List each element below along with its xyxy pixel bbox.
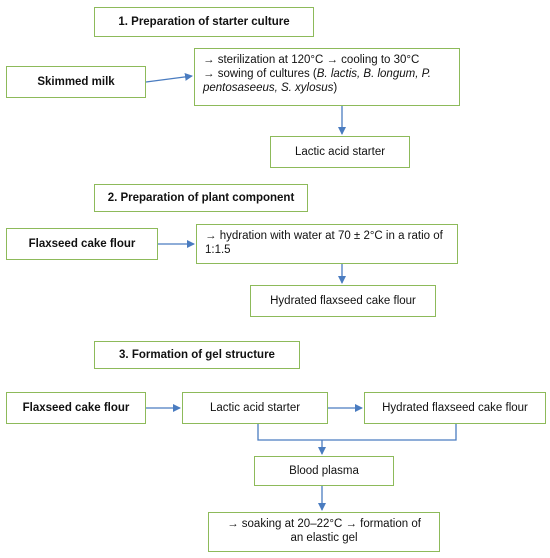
hydrated-flour-box: Hydrated flaxseed cake flour bbox=[250, 285, 436, 317]
final-gel-box: → soaking at 20–22°C → formation of an e… bbox=[208, 512, 440, 552]
section3-title: 3. Formation of gel structure bbox=[94, 341, 300, 369]
hydration-line-2: 1:1.5 bbox=[205, 244, 231, 256]
arrow-milk-to-process bbox=[145, 72, 193, 83]
hydration-line-1: → hydration with water at 70 ± 2°C in a … bbox=[205, 230, 443, 242]
process-line-cultures: pentosaseeus, S. xylosus) bbox=[203, 82, 338, 94]
flaxseed-flour-box-3: Flaxseed cake flour bbox=[6, 392, 146, 424]
final-line-2: an elastic gel bbox=[290, 532, 358, 544]
starter-process-box: → sterilization at 120°C → cooling to 30… bbox=[194, 48, 460, 106]
section2-title: 2. Preparation of plant component bbox=[94, 184, 308, 212]
process-line-sterilization: → sterilization at 120°C → cooling to 30… bbox=[203, 54, 420, 66]
blood-plasma-box: Blood plasma bbox=[254, 456, 394, 486]
section1-title: 1. Preparation of starter culture bbox=[94, 7, 314, 37]
flaxseed-flour-box-2: Flaxseed cake flour bbox=[6, 228, 158, 260]
skimmed-milk-box: Skimmed milk bbox=[6, 66, 146, 98]
hydration-process-box: → hydration with water at 70 ± 2°C in a … bbox=[196, 224, 458, 264]
lactic-starter-box-3: Lactic acid starter bbox=[182, 392, 328, 424]
final-line-1: → soaking at 20–22°C → formation of bbox=[227, 518, 421, 530]
lactic-acid-starter-box: Lactic acid starter bbox=[270, 136, 410, 168]
hydrated-flour-box-3: Hydrated flaxseed cake flour bbox=[364, 392, 546, 424]
process-line-sowing: → sowing of cultures (B. lactis, B. long… bbox=[203, 68, 431, 80]
bracket-connector bbox=[257, 424, 457, 441]
